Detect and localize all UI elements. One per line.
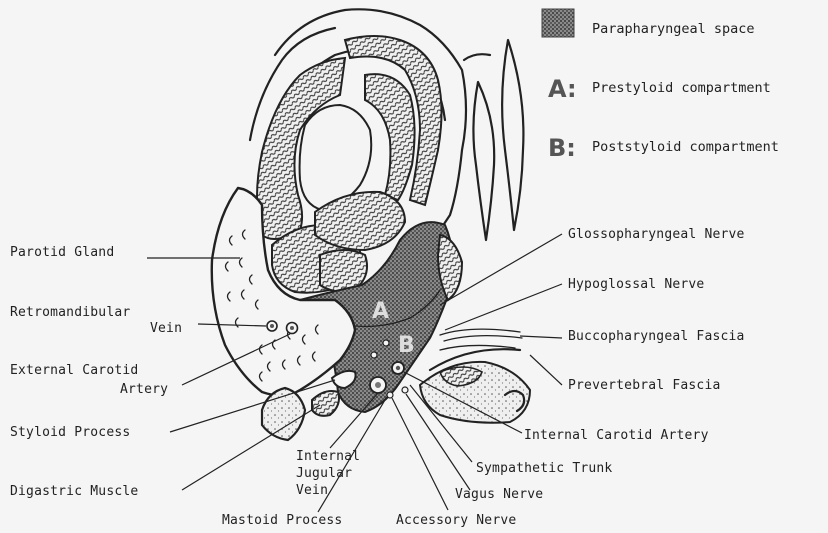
label-retromandibular-2: Vein <box>150 321 182 336</box>
labels-left: Parotid Gland Retromandibular Vein Exter… <box>10 245 182 499</box>
label-internal-jugular-2: Jugular <box>296 466 352 481</box>
label-internal-jugular-3: Vein <box>296 483 328 498</box>
label-external-carotid-2: Artery <box>120 382 168 397</box>
label-accessory-nerve: Accessory Nerve <box>396 513 516 528</box>
legend-space-label: Parapharyngeal space <box>592 21 755 37</box>
legend-a-label: Prestyloid compartment <box>592 80 771 96</box>
compartment-b-letter: B <box>398 333 415 358</box>
legend-swatch <box>542 9 574 37</box>
label-prevertebral-fascia: Prevertebral Fascia <box>568 378 721 393</box>
label-digastric-muscle: Digastric Muscle <box>10 484 138 499</box>
legend-a-letter: A: <box>548 75 577 103</box>
label-internal-jugular-1: Internal <box>296 449 360 464</box>
spindle-left <box>473 82 494 240</box>
spindle-right <box>502 40 523 230</box>
label-vagus-nerve: Vagus Nerve <box>455 487 543 502</box>
labels-right: Glossopharyngeal Nerve Hypoglossal Nerve… <box>455 227 745 502</box>
label-parotid-gland: Parotid Gland <box>10 245 114 260</box>
anatomy-drawing: A B <box>212 9 530 440</box>
label-mastoid-process: Mastoid Process <box>222 513 342 528</box>
label-buccopharyngeal-fascia: Buccopharyngeal Fascia <box>568 329 745 344</box>
label-sympathetic-trunk: Sympathetic Trunk <box>476 461 612 476</box>
label-external-carotid-1: External Carotid <box>10 363 138 378</box>
legend-b-letter: B: <box>548 134 576 162</box>
label-hypoglossal-nerve: Hypoglossal Nerve <box>568 277 704 292</box>
label-retromandibular-1: Retromandibular <box>10 305 130 320</box>
legend-b-label: Poststyloid compartment <box>592 139 779 155</box>
digastric-muscle <box>312 391 339 416</box>
label-styloid-process: Styloid Process <box>10 425 130 440</box>
compartment-a-letter: A <box>372 299 389 324</box>
label-glossopharyngeal-nerve: Glossopharyngeal Nerve <box>568 227 745 242</box>
label-internal-carotid-artery: Internal Carotid Artery <box>524 428 709 443</box>
legend: Parapharyngeal space A: Prestyloid compa… <box>542 9 779 162</box>
